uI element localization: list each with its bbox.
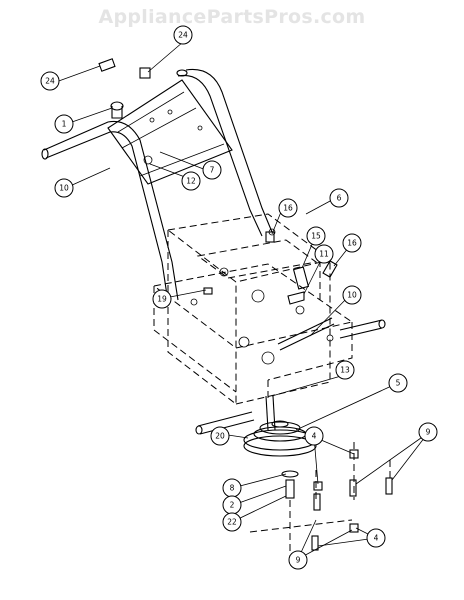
callout-16-upper: 16 [278, 198, 298, 218]
callout-label: 9 [296, 556, 301, 565]
callout-label: 24 [178, 31, 188, 40]
bolts-and-nuts [311, 442, 393, 551]
callout-19: 19 [152, 289, 172, 309]
callout-12: 12 [181, 171, 201, 191]
callout-label: 7 [210, 166, 215, 175]
callout-label: 13 [340, 366, 350, 375]
watermark: AppliancePartsPros.com [98, 6, 366, 28]
callout-8: 8 [222, 478, 242, 498]
callout-15: 15 [306, 226, 326, 246]
callout-16-right: 16 [342, 233, 362, 253]
callout-6: 6 [329, 188, 349, 208]
callout-9-right: 9 [418, 422, 438, 442]
handle-assembly [41, 68, 273, 303]
hardware-parts [98, 58, 338, 305]
callout-label: 8 [230, 484, 235, 493]
callout-label: 9 [426, 428, 431, 437]
callout-4-lower: 4 [366, 528, 386, 548]
leader-lines [55, 41, 429, 560]
callout-10-lower: 10 [342, 285, 362, 305]
callout-label: 11 [319, 250, 329, 259]
callout-label: 22 [227, 518, 237, 527]
callout-5: 5 [388, 373, 408, 393]
callout-label: 16 [347, 239, 357, 248]
callout-24-upper-right: 24 [173, 25, 193, 45]
callout-7: 7 [202, 160, 222, 180]
callout-2: 2 [222, 495, 242, 515]
callout-22: 22 [222, 512, 242, 532]
callout-20: 20 [210, 426, 230, 446]
callout-label: 6 [337, 194, 342, 203]
callout-label: 16 [283, 204, 293, 213]
callout-1: 1 [54, 114, 74, 134]
callout-label: 24 [45, 77, 55, 86]
callout-4-upper: 4 [304, 426, 324, 446]
callout-label: 2 [230, 501, 235, 510]
callout-label: 4 [312, 432, 317, 441]
callout-label: 4 [374, 534, 379, 543]
callout-label: 12 [186, 177, 196, 186]
callout-13: 13 [335, 360, 355, 380]
callout-label: 15 [311, 232, 321, 241]
callout-label: 10 [59, 184, 69, 193]
callout-label: 1 [62, 120, 67, 129]
callout-label: 5 [396, 379, 401, 388]
callout-24-left: 24 [40, 71, 60, 91]
callout-label: 10 [347, 291, 357, 300]
callout-9-lower: 9 [288, 550, 308, 570]
callout-11: 11 [314, 244, 334, 264]
callout-10-upper: 10 [54, 178, 74, 198]
callout-label: 19 [157, 295, 167, 304]
callout-label: 20 [215, 432, 225, 441]
